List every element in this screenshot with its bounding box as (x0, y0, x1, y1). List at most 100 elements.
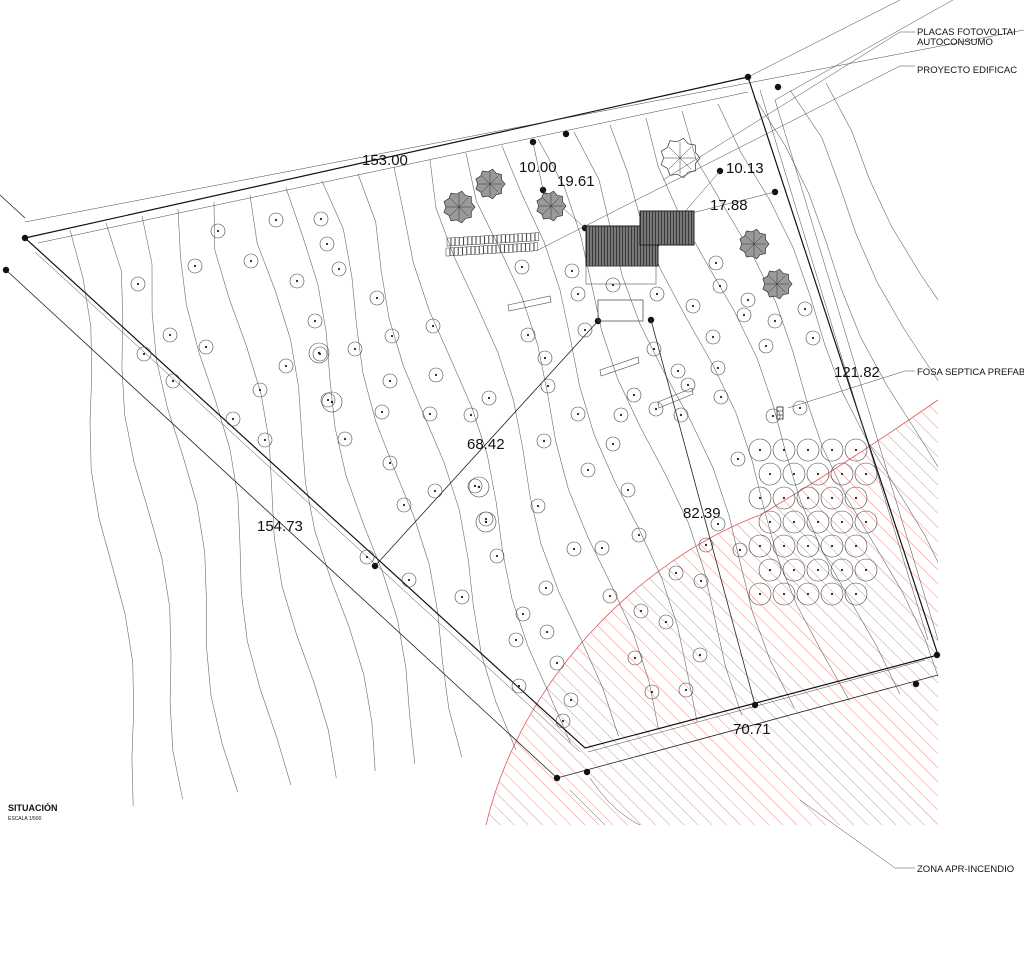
tree-marker (540, 378, 556, 394)
site-structures (507, 295, 694, 409)
tree-marker (289, 273, 305, 289)
tree-marker (844, 534, 868, 558)
tree-marker (730, 451, 746, 467)
tree-marker (767, 313, 783, 329)
tree-marker (758, 558, 782, 582)
solar-panel (500, 244, 505, 253)
tree-marker (806, 510, 830, 534)
tree-marker (594, 540, 610, 556)
tree-marker (782, 510, 806, 534)
tree-marker (844, 486, 868, 510)
tree-marker (602, 588, 618, 604)
solar-panel (517, 243, 522, 252)
tree-canopy (739, 228, 770, 260)
solar-panel (501, 234, 506, 243)
tree-marker (319, 236, 335, 252)
tree-marker (467, 478, 483, 494)
solar-panel (462, 246, 467, 256)
solar-panel (512, 243, 518, 253)
dim-north-edge: 153.00 (362, 152, 408, 169)
tree-marker (537, 350, 553, 366)
contour-line (537, 138, 742, 716)
tree-marker (252, 382, 268, 398)
tree-marker (670, 363, 686, 379)
solar-panel (479, 245, 484, 255)
tree-marker (748, 534, 772, 558)
solar-panels (445, 232, 540, 257)
tree-marker (740, 292, 756, 308)
dim-seg-4: 17.88 (710, 197, 748, 214)
tree-marker (830, 558, 854, 582)
tree-marker (658, 614, 674, 630)
dim-diag-a: 68.42 (467, 436, 505, 453)
landscape-trees (443, 137, 793, 300)
tree-canopy (443, 190, 476, 224)
tree-marker (347, 341, 363, 357)
tree-marker (257, 432, 273, 448)
tree-marker (165, 373, 181, 389)
tree-marker (820, 438, 844, 462)
tree-marker (396, 497, 412, 513)
tree-marker (806, 462, 830, 486)
tree-marker (307, 313, 323, 329)
tree-marker (454, 589, 470, 605)
contour-line (105, 222, 183, 800)
tree-marker (796, 438, 820, 462)
tree-marker (331, 261, 347, 277)
dim-west-edge: 154.73 (257, 518, 303, 535)
tree-marker (136, 346, 152, 362)
solar-panel (526, 233, 531, 242)
tree-marker (648, 401, 664, 417)
tree-marker (796, 534, 820, 558)
tree-marker (514, 259, 530, 275)
tree-marker (278, 358, 294, 374)
tree-marker (693, 573, 709, 589)
tree-marker (428, 367, 444, 383)
tree-marker (806, 558, 830, 582)
tree-marker (536, 433, 552, 449)
tree-marker (225, 411, 241, 427)
solar-panel (521, 243, 526, 252)
tree-marker (627, 650, 643, 666)
tree-marker (577, 322, 593, 338)
tree-marker (820, 582, 844, 606)
solar-panel (492, 235, 498, 244)
tree-marker (626, 387, 642, 403)
solar-panel (513, 233, 519, 243)
callout-building: PROYECTO EDIFICAC (917, 65, 1017, 76)
tree-marker (198, 339, 214, 355)
tree-marker (549, 655, 565, 671)
tree-marker (631, 527, 647, 543)
solar-panel (471, 236, 477, 245)
tree-marker (359, 549, 375, 565)
dim-seg-3: 10.13 (726, 160, 764, 177)
callout-septic: FOSA SEPTICA PREFAB (917, 367, 1024, 378)
solar-panel (505, 234, 510, 243)
callout-leaders (537, 31, 915, 869)
tree-marker (463, 407, 479, 423)
solar-panel (476, 236, 481, 245)
tree-marker (736, 307, 752, 323)
tree-marker (613, 407, 629, 423)
tree-marker (520, 327, 536, 343)
tree-marker (570, 286, 586, 302)
solar-panel (491, 245, 497, 254)
tree-marker (312, 346, 328, 362)
tree-marker (792, 400, 808, 416)
contour-line (681, 110, 938, 678)
dim-east-edge: 121.82 (834, 364, 880, 381)
tree-marker (820, 534, 844, 558)
tree-marker (425, 318, 441, 334)
tree-marker (758, 462, 782, 486)
tree-marker (748, 582, 772, 606)
solar-panel (483, 245, 488, 254)
tree-marker (668, 565, 684, 581)
tree-marker (830, 510, 854, 534)
tree-marker (369, 290, 385, 306)
dim-diag-b: 82.39 (683, 505, 721, 522)
tree-marker (605, 277, 621, 293)
solar-panel (533, 242, 539, 251)
tree-canopy (762, 268, 793, 300)
tree-marker (515, 606, 531, 622)
